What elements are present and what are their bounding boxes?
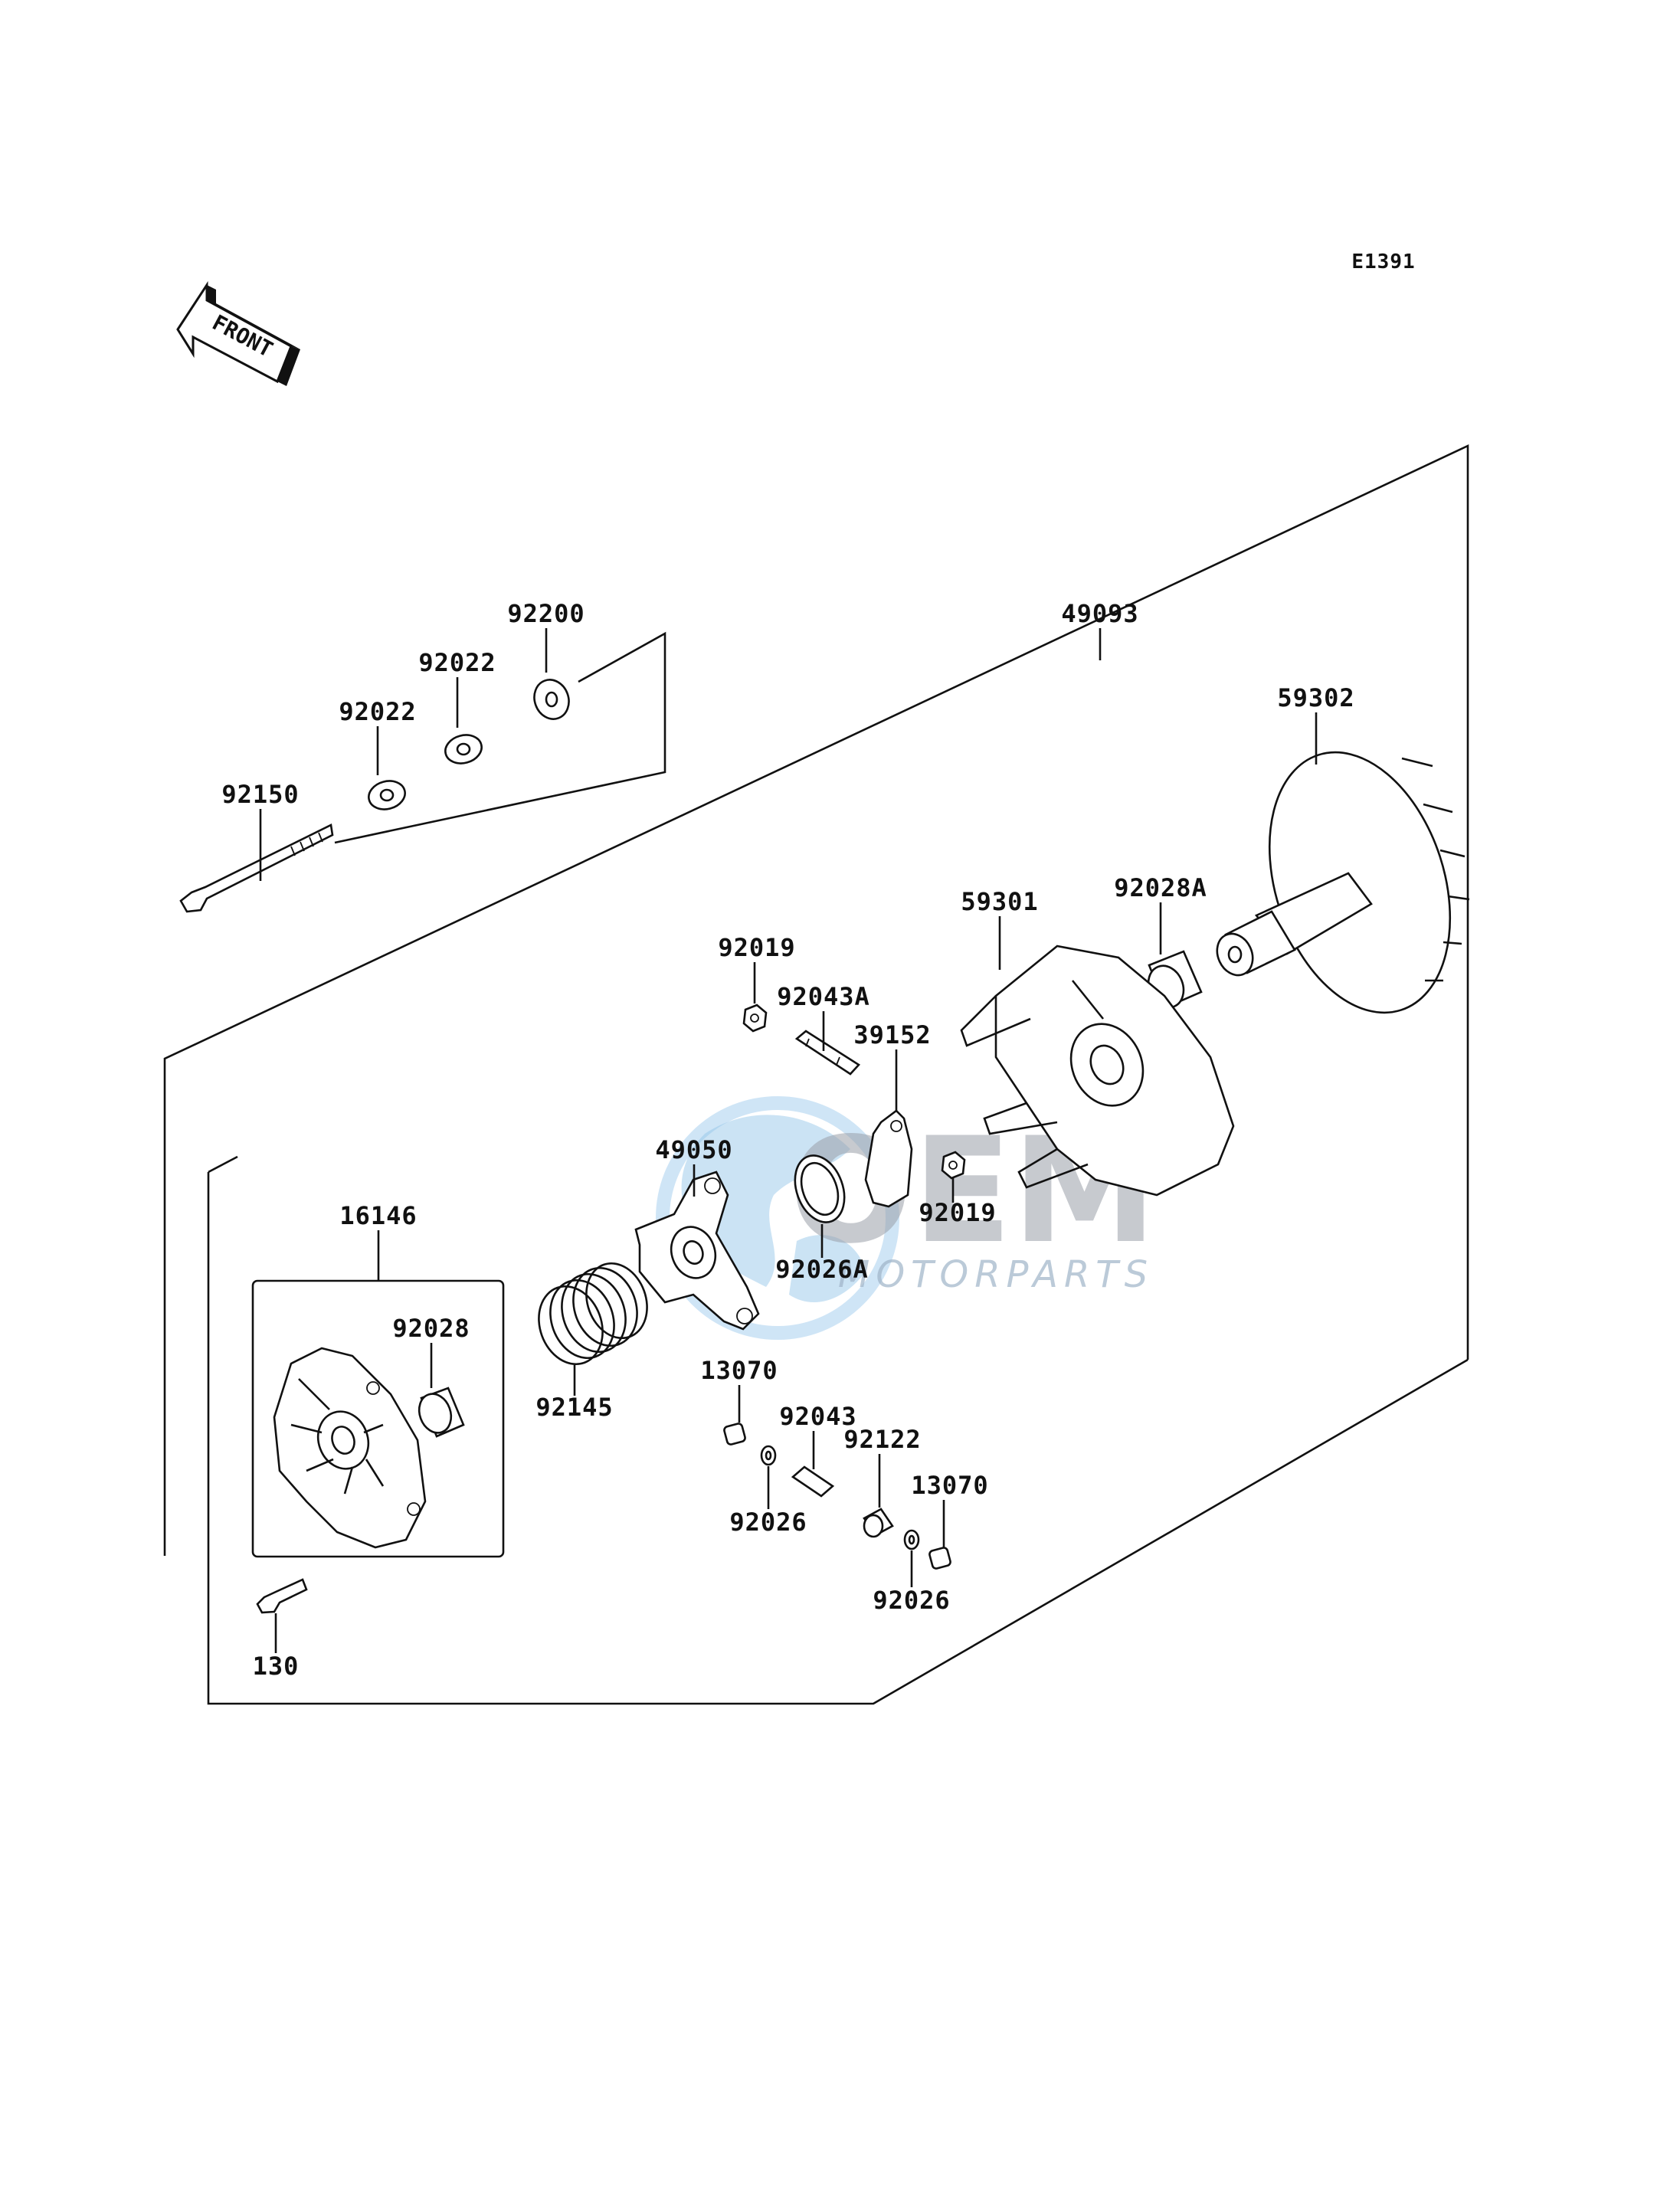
sheave-59302	[1216, 751, 1470, 1014]
cap-13070-right	[928, 1547, 951, 1570]
label-130: 130	[253, 1652, 300, 1681]
label-49050: 49050	[655, 1135, 732, 1164]
label-13070-left: 13070	[700, 1356, 778, 1385]
bushing-92028	[418, 1387, 465, 1438]
label-92028A: 92028A	[1114, 873, 1207, 902]
label-59302: 59302	[1277, 683, 1354, 712]
pin-92043	[791, 1465, 835, 1498]
watermark-sub: MOTORPARTS	[838, 1253, 1154, 1296]
pin-92043A	[794, 1030, 861, 1076]
label-92026A: 92026A	[775, 1255, 869, 1284]
weight-39152	[864, 1109, 913, 1208]
label-92022-lower: 92022	[339, 697, 416, 726]
leader-lines	[259, 628, 1318, 1653]
bolt-92150	[179, 823, 334, 913]
label-92028: 92028	[392, 1314, 470, 1343]
label-49093: 49093	[1061, 599, 1138, 628]
label-92019-upper: 92019	[718, 933, 795, 962]
label-92122: 92122	[843, 1425, 921, 1454]
label-39152: 39152	[853, 1020, 931, 1049]
washer-92022-lower	[368, 780, 406, 810]
washer-92026-left	[760, 1445, 777, 1466]
label-92150: 92150	[221, 780, 299, 809]
nut-92019-upper	[742, 1004, 768, 1033]
cap-13070-left	[723, 1423, 746, 1446]
diagram-code: E1391	[1351, 250, 1415, 273]
label-16146: 16146	[339, 1201, 417, 1230]
washer-group-bracket	[334, 631, 666, 844]
roller-92122	[863, 1508, 894, 1538]
label-13070-right: 13070	[911, 1471, 988, 1500]
label-92200: 92200	[507, 599, 585, 628]
label-92145: 92145	[535, 1393, 613, 1422]
nut-92019-lower	[941, 1151, 966, 1180]
label-92019-lower: 92019	[919, 1198, 996, 1227]
assembly-outline-49093	[163, 444, 1469, 1705]
spider-49050	[634, 1171, 760, 1331]
front-arrow-icon: FRONT	[176, 280, 300, 386]
label-92026-left: 92026	[729, 1508, 807, 1537]
washer-92026-right	[903, 1529, 920, 1550]
label-92026-right: 92026	[873, 1586, 950, 1615]
ring-92026A	[794, 1154, 846, 1223]
label-92043: 92043	[779, 1402, 856, 1431]
washer-92200	[533, 679, 570, 720]
washer-92022-upper	[444, 734, 483, 765]
label-59301: 59301	[961, 887, 1038, 916]
label-92022-upper: 92022	[418, 648, 496, 677]
label-92043A: 92043A	[777, 982, 870, 1011]
spring-92145	[538, 1262, 648, 1366]
fan-16146	[273, 1347, 427, 1549]
bolt-130	[256, 1578, 308, 1614]
cover-59301	[960, 945, 1235, 1197]
